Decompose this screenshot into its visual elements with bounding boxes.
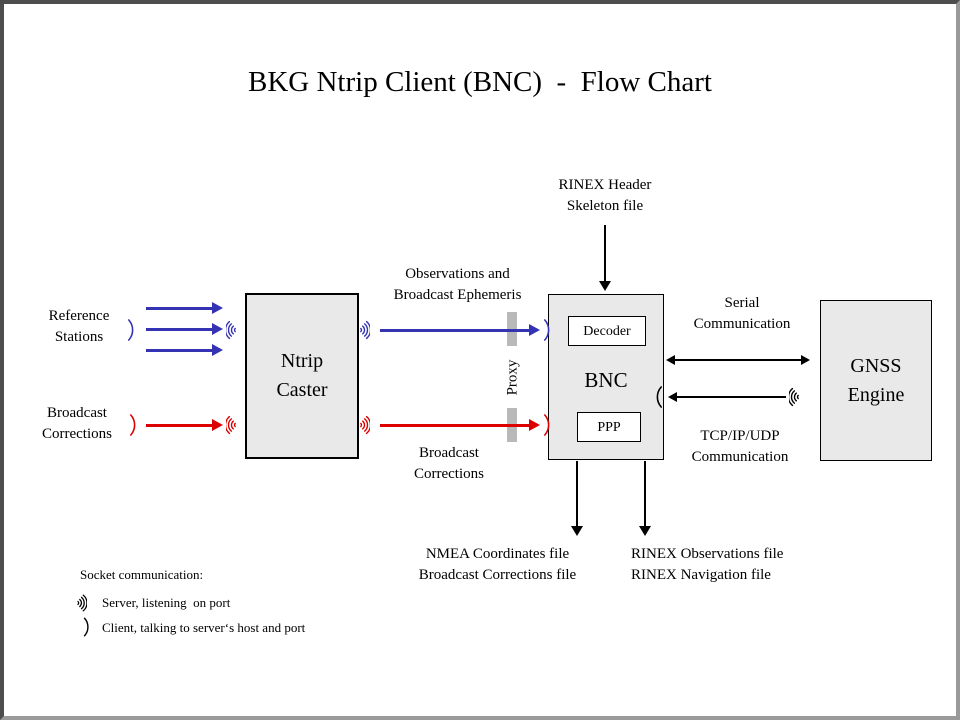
- bnc-node: Decoder BNC PPP: [548, 294, 664, 460]
- gnss-engine-line2: Engine: [847, 383, 905, 406]
- legend-server-item: Server, listening on port: [102, 595, 231, 610]
- broadcast-corrections-left-label: Broadcast Corrections: [17, 403, 137, 445]
- socket-client-icon: [129, 412, 137, 438]
- observations-ephemeris-label: Observations and Broadcast Ephemeris: [365, 264, 550, 306]
- socket-client-open-icon: [655, 384, 663, 410]
- ppp-box: PPP: [577, 412, 641, 442]
- broadcast-corrections-center-line2: Corrections: [414, 466, 484, 482]
- rinex-outputs-line1: RINEX Observations file: [631, 546, 784, 562]
- ppp-label: PPP: [597, 419, 621, 435]
- socket-server-icon: [226, 317, 239, 343]
- observations-ephemeris-line2: Broadcast Ephemeris: [393, 287, 522, 303]
- gnss-engine-node: GNSS Engine: [820, 300, 932, 461]
- broadcast-corrections-center-label: Broadcast Corrections: [389, 443, 509, 485]
- observations-ephemeris-line1: Observations and: [405, 266, 510, 282]
- serial-comm-label: Serial Communication: [672, 293, 812, 335]
- legend-heading: Socket communication:: [80, 567, 204, 582]
- socket-server-icon: [357, 412, 370, 438]
- ntrip-caster-line1: Ntrip: [280, 350, 324, 372]
- ntrip-caster-node: Ntrip Caster: [245, 293, 359, 459]
- reference-stations-label: Reference Stations: [24, 306, 134, 348]
- reference-stream-arrow: [146, 301, 223, 315]
- decoder-label: Decoder: [583, 323, 631, 339]
- nmea-output-arrow: [571, 461, 583, 536]
- socket-client-icon: [127, 317, 135, 343]
- tcpip-comm-line2: Communication: [691, 449, 789, 465]
- socket-server-icon: [74, 591, 87, 615]
- gnss-engine-line1: GNSS: [850, 354, 902, 377]
- observations-arrow: [380, 323, 540, 337]
- rinex-header-skeleton-label: RINEX Header Skeleton file: [520, 175, 690, 217]
- corrections-stream-arrow: [146, 418, 223, 432]
- nmea-outputs-line2: Broadcast Corrections file: [418, 567, 577, 583]
- broadcast-corrections-center-line1: Broadcast: [419, 445, 479, 461]
- reference-stations-line1: Reference: [48, 308, 110, 324]
- rinex-output-arrow: [639, 461, 651, 536]
- page-title: BKG Ntrip Client (BNC) - Flow Chart: [248, 66, 712, 98]
- socket-server-icon: [789, 384, 802, 410]
- proxy-label: Proxy: [504, 359, 521, 396]
- nmea-outputs-label: NMEA Coordinates file Broadcast Correcti…: [385, 544, 610, 586]
- ntrip-caster-line2: Caster: [276, 379, 328, 401]
- legend-client-item: Client, talking to server‘s host and por…: [102, 620, 306, 635]
- rinex-header-arrow: [599, 225, 611, 291]
- nmea-outputs-line1: NMEA Coordinates file: [425, 546, 570, 562]
- reference-stations-line2: Stations: [54, 329, 104, 345]
- socket-client-icon: [543, 412, 551, 438]
- socket-server-icon: [226, 412, 239, 438]
- tcpip-comm-line1: TCP/IP/UDP: [700, 428, 780, 444]
- reference-stream-arrow: [146, 343, 223, 357]
- socket-server-icon: [357, 317, 370, 343]
- rinex-header-skeleton-line2: Skeleton file: [566, 198, 644, 214]
- broadcast-corrections-left-line2: Corrections: [42, 426, 112, 442]
- serial-comm-line1: Serial: [724, 295, 760, 311]
- socket-client-icon: [83, 615, 90, 639]
- serial-comm-arrow: [666, 353, 810, 367]
- bnc-label: BNC: [584, 368, 628, 392]
- rinex-outputs-line2: RINEX Navigation file: [631, 567, 771, 583]
- serial-comm-line2: Communication: [693, 316, 791, 332]
- reference-stream-arrow: [146, 322, 223, 336]
- corrections-arrow: [380, 418, 540, 432]
- decoder-box: Decoder: [568, 316, 646, 346]
- rinex-header-skeleton-line1: RINEX Header: [558, 177, 652, 193]
- broadcast-corrections-left-line1: Broadcast: [47, 405, 107, 421]
- socket-client-icon: [543, 317, 551, 343]
- tcpip-comm-label: TCP/IP/UDP Communication: [666, 426, 814, 468]
- rinex-outputs-label: RINEX Observations file RINEX Navigation…: [631, 544, 841, 586]
- tcpip-comm-arrow: [668, 390, 786, 404]
